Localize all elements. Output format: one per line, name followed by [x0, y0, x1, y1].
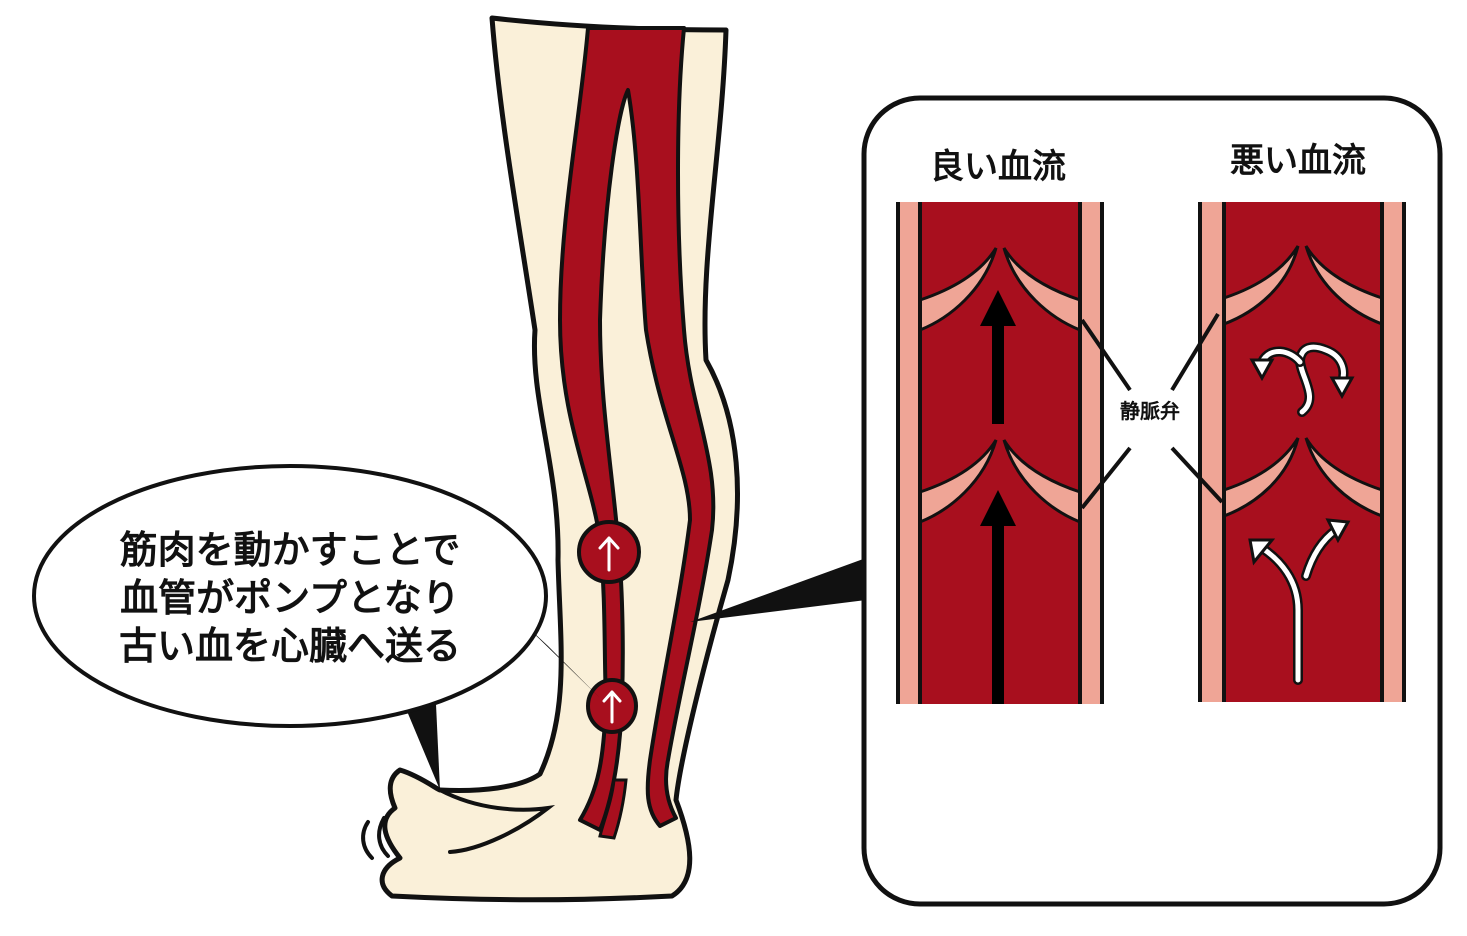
- up-arrow-white-icon: [598, 536, 620, 572]
- bubble-text-line-2: 血管がポンプとなり: [120, 576, 460, 620]
- bad-flow-vessel: [1198, 202, 1406, 702]
- speech-bubble-tail: [520, 620, 600, 698]
- leader-line: [1170, 312, 1220, 392]
- valve-callout: 静脈弁: [1080, 312, 1224, 510]
- backflow-arrow-icon: [1249, 342, 1355, 417]
- foot-toe-line: [438, 788, 556, 854]
- vein-ankle-branch: [598, 778, 628, 840]
- venous-valve: [1304, 437, 1384, 519]
- turbulent-flow-arrow-icon: [1248, 518, 1351, 685]
- venous-valve: [918, 247, 998, 333]
- vein-detail-panel: 良い血流 悪い血流: [861, 95, 1443, 907]
- motion-mark-1: [361, 820, 374, 860]
- leader-line: [1080, 318, 1132, 392]
- venous-valve: [918, 439, 998, 525]
- up-arrow-black-head: [980, 490, 1016, 526]
- speech-bubble: 筋肉を動かすことで 血管がポンプとなり 古い血を心臓へ送る: [32, 464, 600, 790]
- venous-valve: [1002, 247, 1082, 333]
- venous-valve: [1002, 439, 1082, 525]
- bad-flow-title: 悪い血流: [1230, 141, 1366, 181]
- vein-left: [558, 26, 716, 832]
- leg-illustration: [361, 15, 740, 903]
- leader-line: [1080, 446, 1132, 510]
- zoom-callout-pointer: [690, 558, 866, 622]
- valve-label: 静脈弁: [1120, 399, 1180, 423]
- speech-bubble-tail: [404, 704, 440, 790]
- venous-valve: [1222, 437, 1300, 519]
- up-arrow-black-head: [980, 290, 1016, 326]
- good-flow-vessel: [896, 202, 1104, 704]
- speech-bubble-body: [32, 464, 548, 728]
- venous-valve: [1222, 245, 1300, 327]
- bubble-text-line-1: 筋肉を動かすことで: [120, 528, 461, 572]
- bubble-text-line-3: 古い血を心臓へ送る: [119, 624, 461, 668]
- motion-mark-2: [377, 816, 390, 858]
- venous-valve: [1304, 245, 1384, 327]
- up-arrow-white-icon: [602, 690, 622, 724]
- good-flow-title: 良い血流: [930, 147, 1066, 187]
- leader-line: [1170, 446, 1224, 504]
